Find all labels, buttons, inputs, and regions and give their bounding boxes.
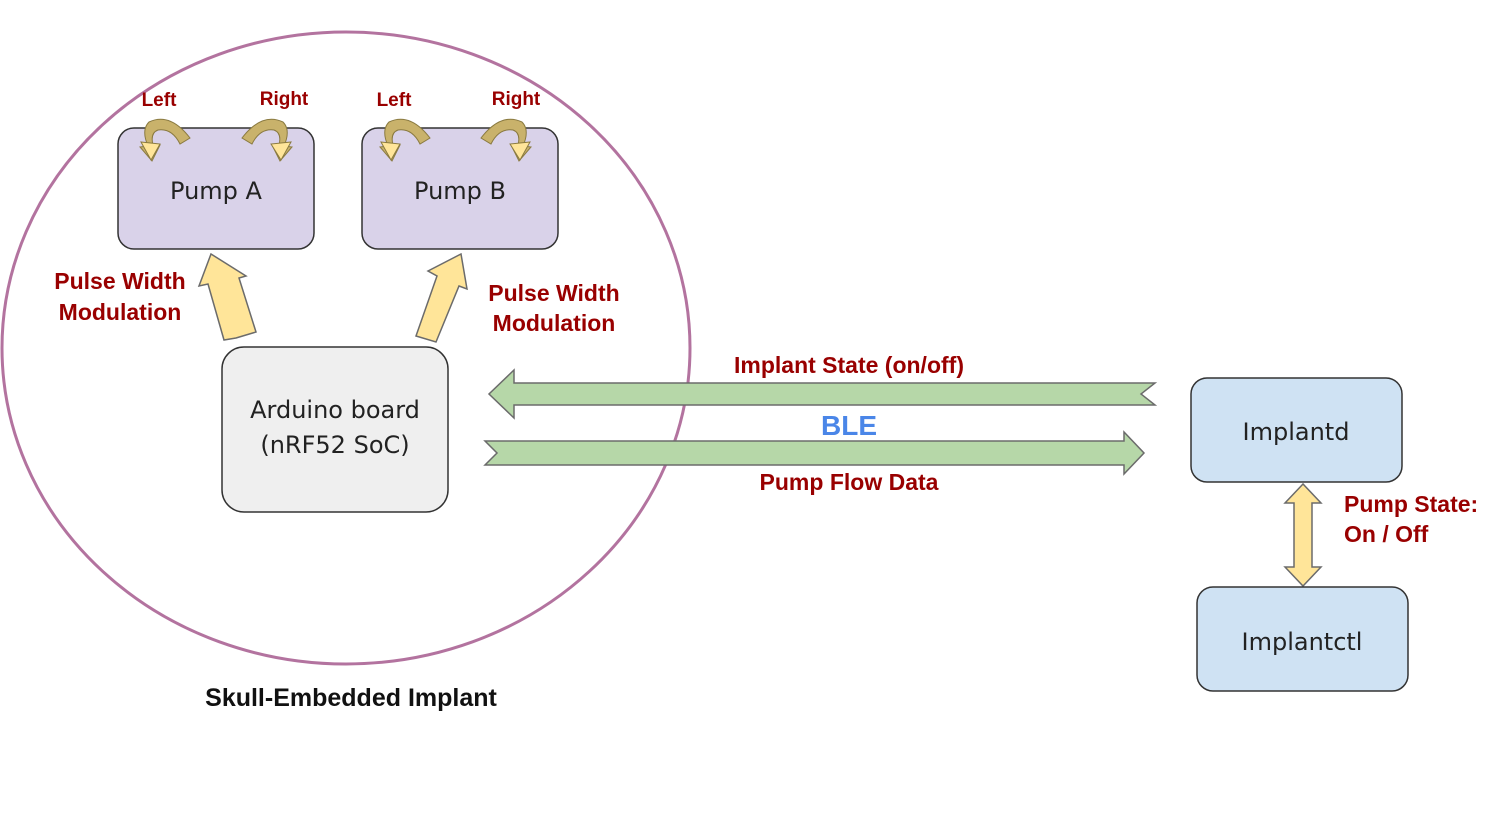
implantctl-label: Implantctl <box>1242 628 1363 656</box>
pump-state-arrow-icon <box>1283 482 1323 588</box>
implantctl-box <box>1196 586 1409 692</box>
pwm-arrow-to-pump-a-icon <box>197 252 257 341</box>
pump-b-left-label: Left <box>377 90 413 111</box>
implant-boundary <box>0 30 692 666</box>
pump-b-right-label: Right <box>492 89 541 110</box>
pump-a-right-label: Right <box>260 89 309 110</box>
implant-state-arrow-icon <box>487 368 1158 420</box>
pump-b-left-arrowhead-icon <box>380 141 401 162</box>
arduino-board-box <box>221 346 449 513</box>
implant-caption: Skull-Embedded Implant <box>205 684 497 712</box>
pump-b-label: Pump B <box>414 177 506 205</box>
implant-state-label: Implant State (on/off) <box>734 352 964 378</box>
pump-b-right-arrowhead-icon <box>509 141 531 161</box>
pump-flow-label: Pump Flow Data <box>760 469 939 495</box>
pump-b-box <box>361 127 559 250</box>
implantd-node: Implantd <box>1190 377 1403 483</box>
implantctl-node: Implantctl <box>1196 586 1409 692</box>
pump-a-box <box>117 127 315 250</box>
arduino-board: Arduino board (nRF52 SoC) <box>221 346 449 513</box>
pump-state-line2: On / Off <box>1344 521 1429 547</box>
implantd-label: Implantd <box>1243 418 1350 446</box>
pump-state-line1: Pump State: <box>1344 491 1478 517</box>
arduino-board-line1: Arduino board <box>250 396 420 424</box>
pwm-right-line2: Modulation <box>493 310 616 336</box>
pump-flow-arrow-icon <box>483 430 1146 476</box>
pump-a-right-arrowhead-icon <box>270 141 292 161</box>
pump-a-left-label: Left <box>142 90 178 111</box>
pwm-right-line1: Pulse Width <box>488 280 619 306</box>
pump-b: Pump B Left Right <box>361 89 559 250</box>
pwm-arrow-to-pump-b-icon <box>415 252 468 343</box>
pwm-left-line1: Pulse Width <box>54 268 185 294</box>
arduino-board-line2: (nRF52 SoC) <box>260 431 409 459</box>
pwm-left-line2: Modulation <box>59 299 182 325</box>
ble-label: BLE <box>821 410 877 441</box>
implantd-box <box>1190 377 1403 483</box>
pump-a-left-arrowhead-icon <box>140 141 161 162</box>
pump-a-label: Pump A <box>170 177 263 205</box>
pump-a: Pump A Left Right <box>117 89 315 250</box>
